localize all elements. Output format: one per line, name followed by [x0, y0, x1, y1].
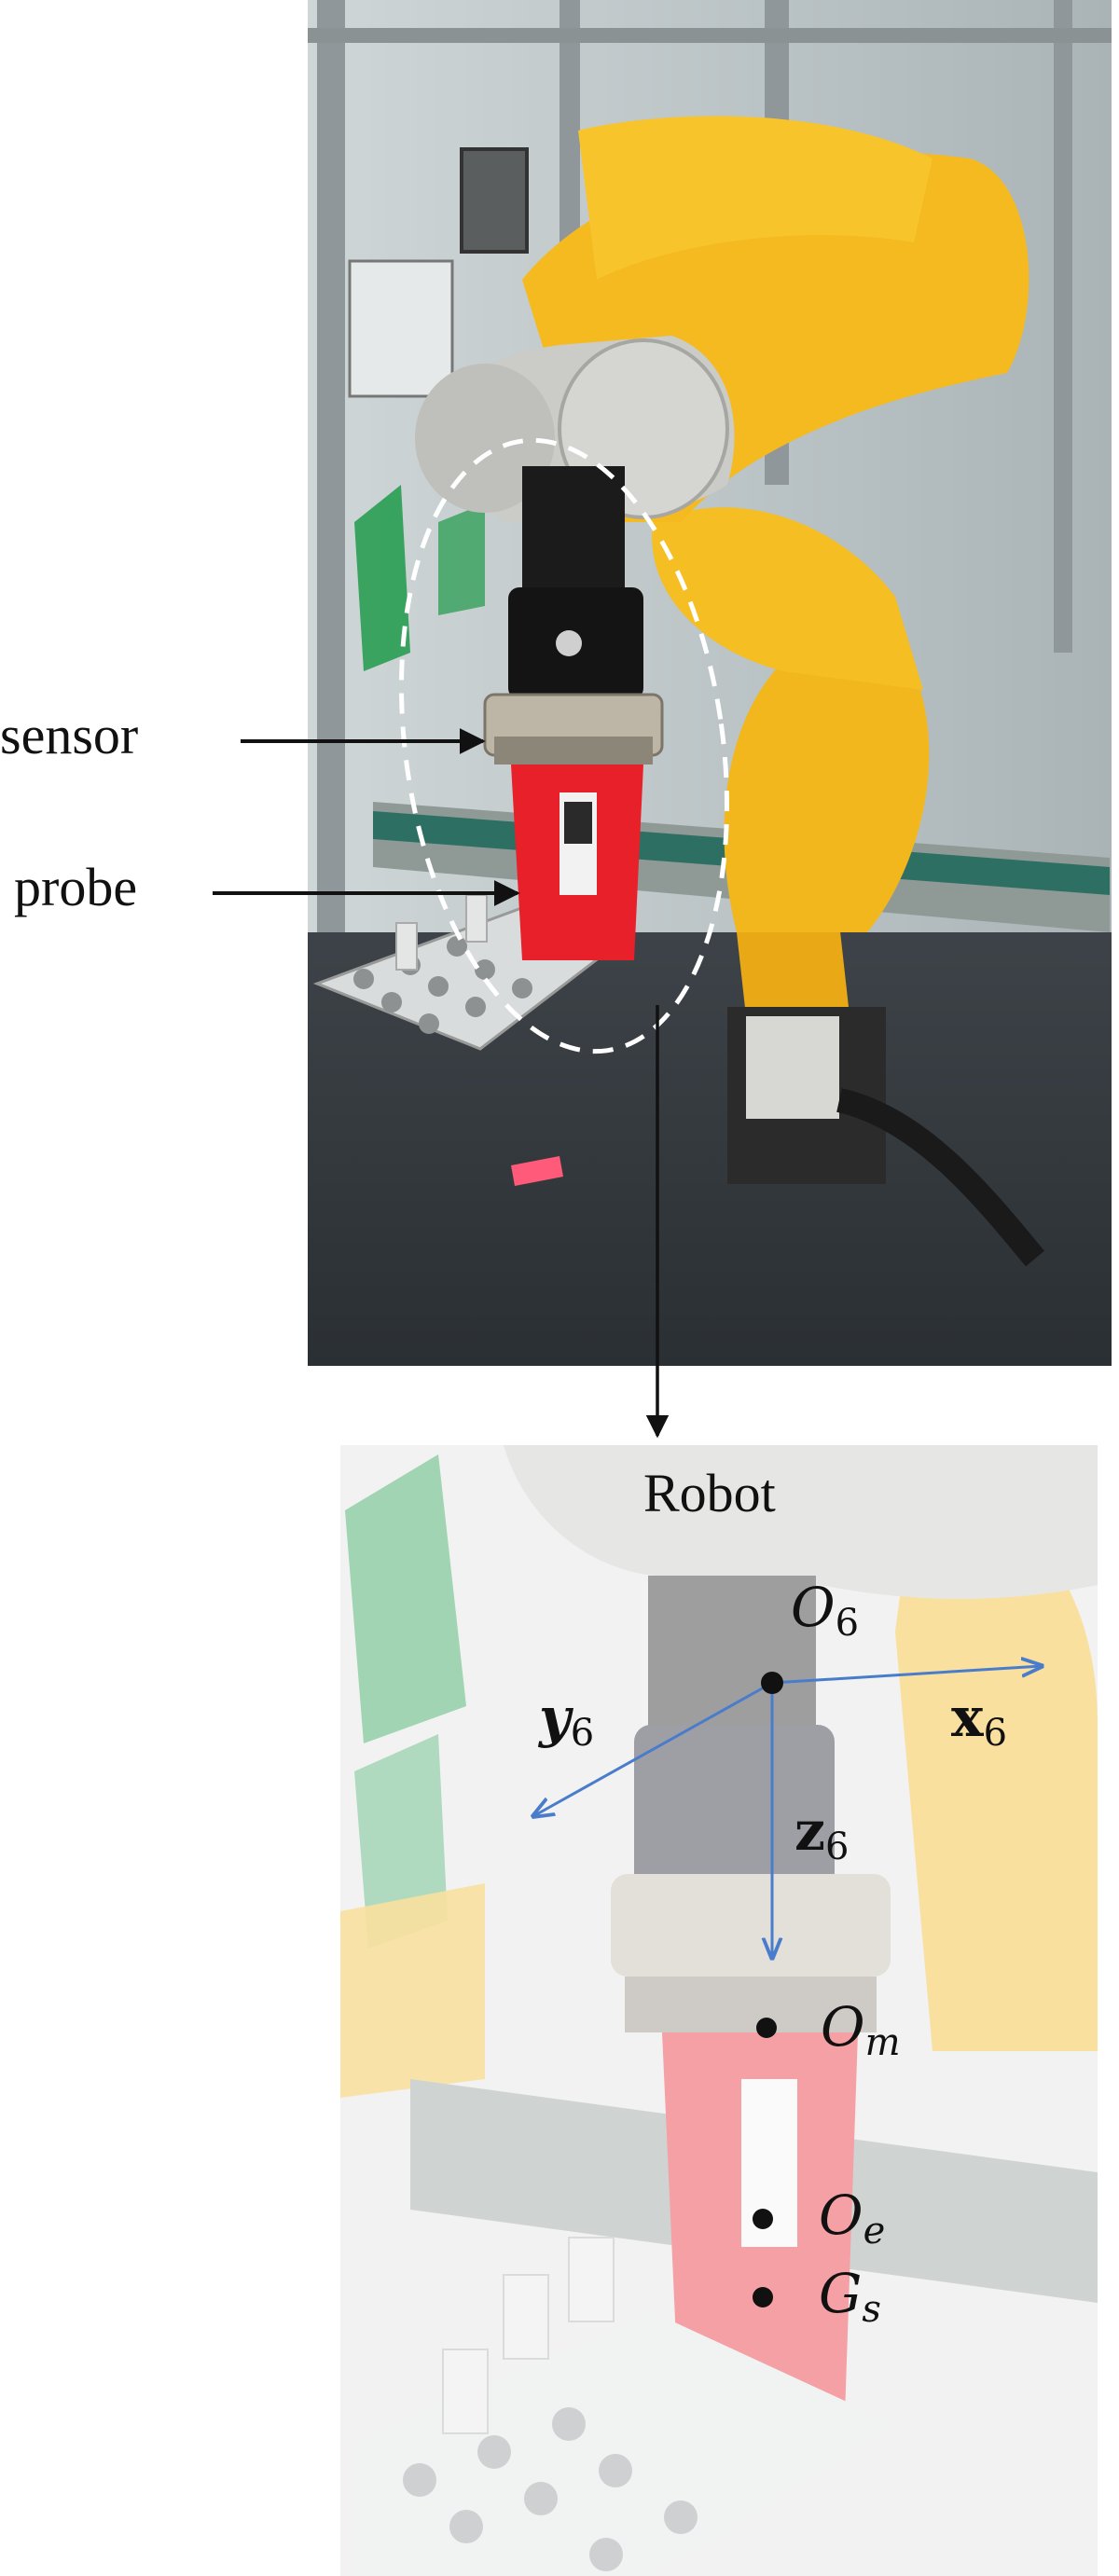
- y6-axis: [533, 1681, 773, 1816]
- probe-label: probe: [14, 857, 138, 917]
- sensor-label: sensor: [0, 705, 139, 765]
- label-oe: Oe: [819, 2183, 886, 2252]
- highlight-ellipse: [399, 437, 729, 1054]
- label-gs: Gs: [819, 2262, 881, 2331]
- label-o6: O6: [791, 1576, 860, 1645]
- point-om: [756, 2018, 777, 2038]
- robot-label: Robot: [643, 1463, 776, 1523]
- label-y6: y6: [539, 1686, 595, 1755]
- label-om: Om: [821, 1995, 901, 2064]
- label-z6: z6: [794, 1799, 850, 1868]
- zoomed-tool-photo: [340, 1445, 1098, 2576]
- point-o6: [761, 1672, 783, 1694]
- robot-cell-photo: [308, 0, 1112, 1366]
- point-oe: [753, 2209, 773, 2229]
- label-x6: x6: [951, 1686, 1008, 1755]
- point-gs: [753, 2287, 773, 2307]
- x6-axis: [771, 1666, 1042, 1685]
